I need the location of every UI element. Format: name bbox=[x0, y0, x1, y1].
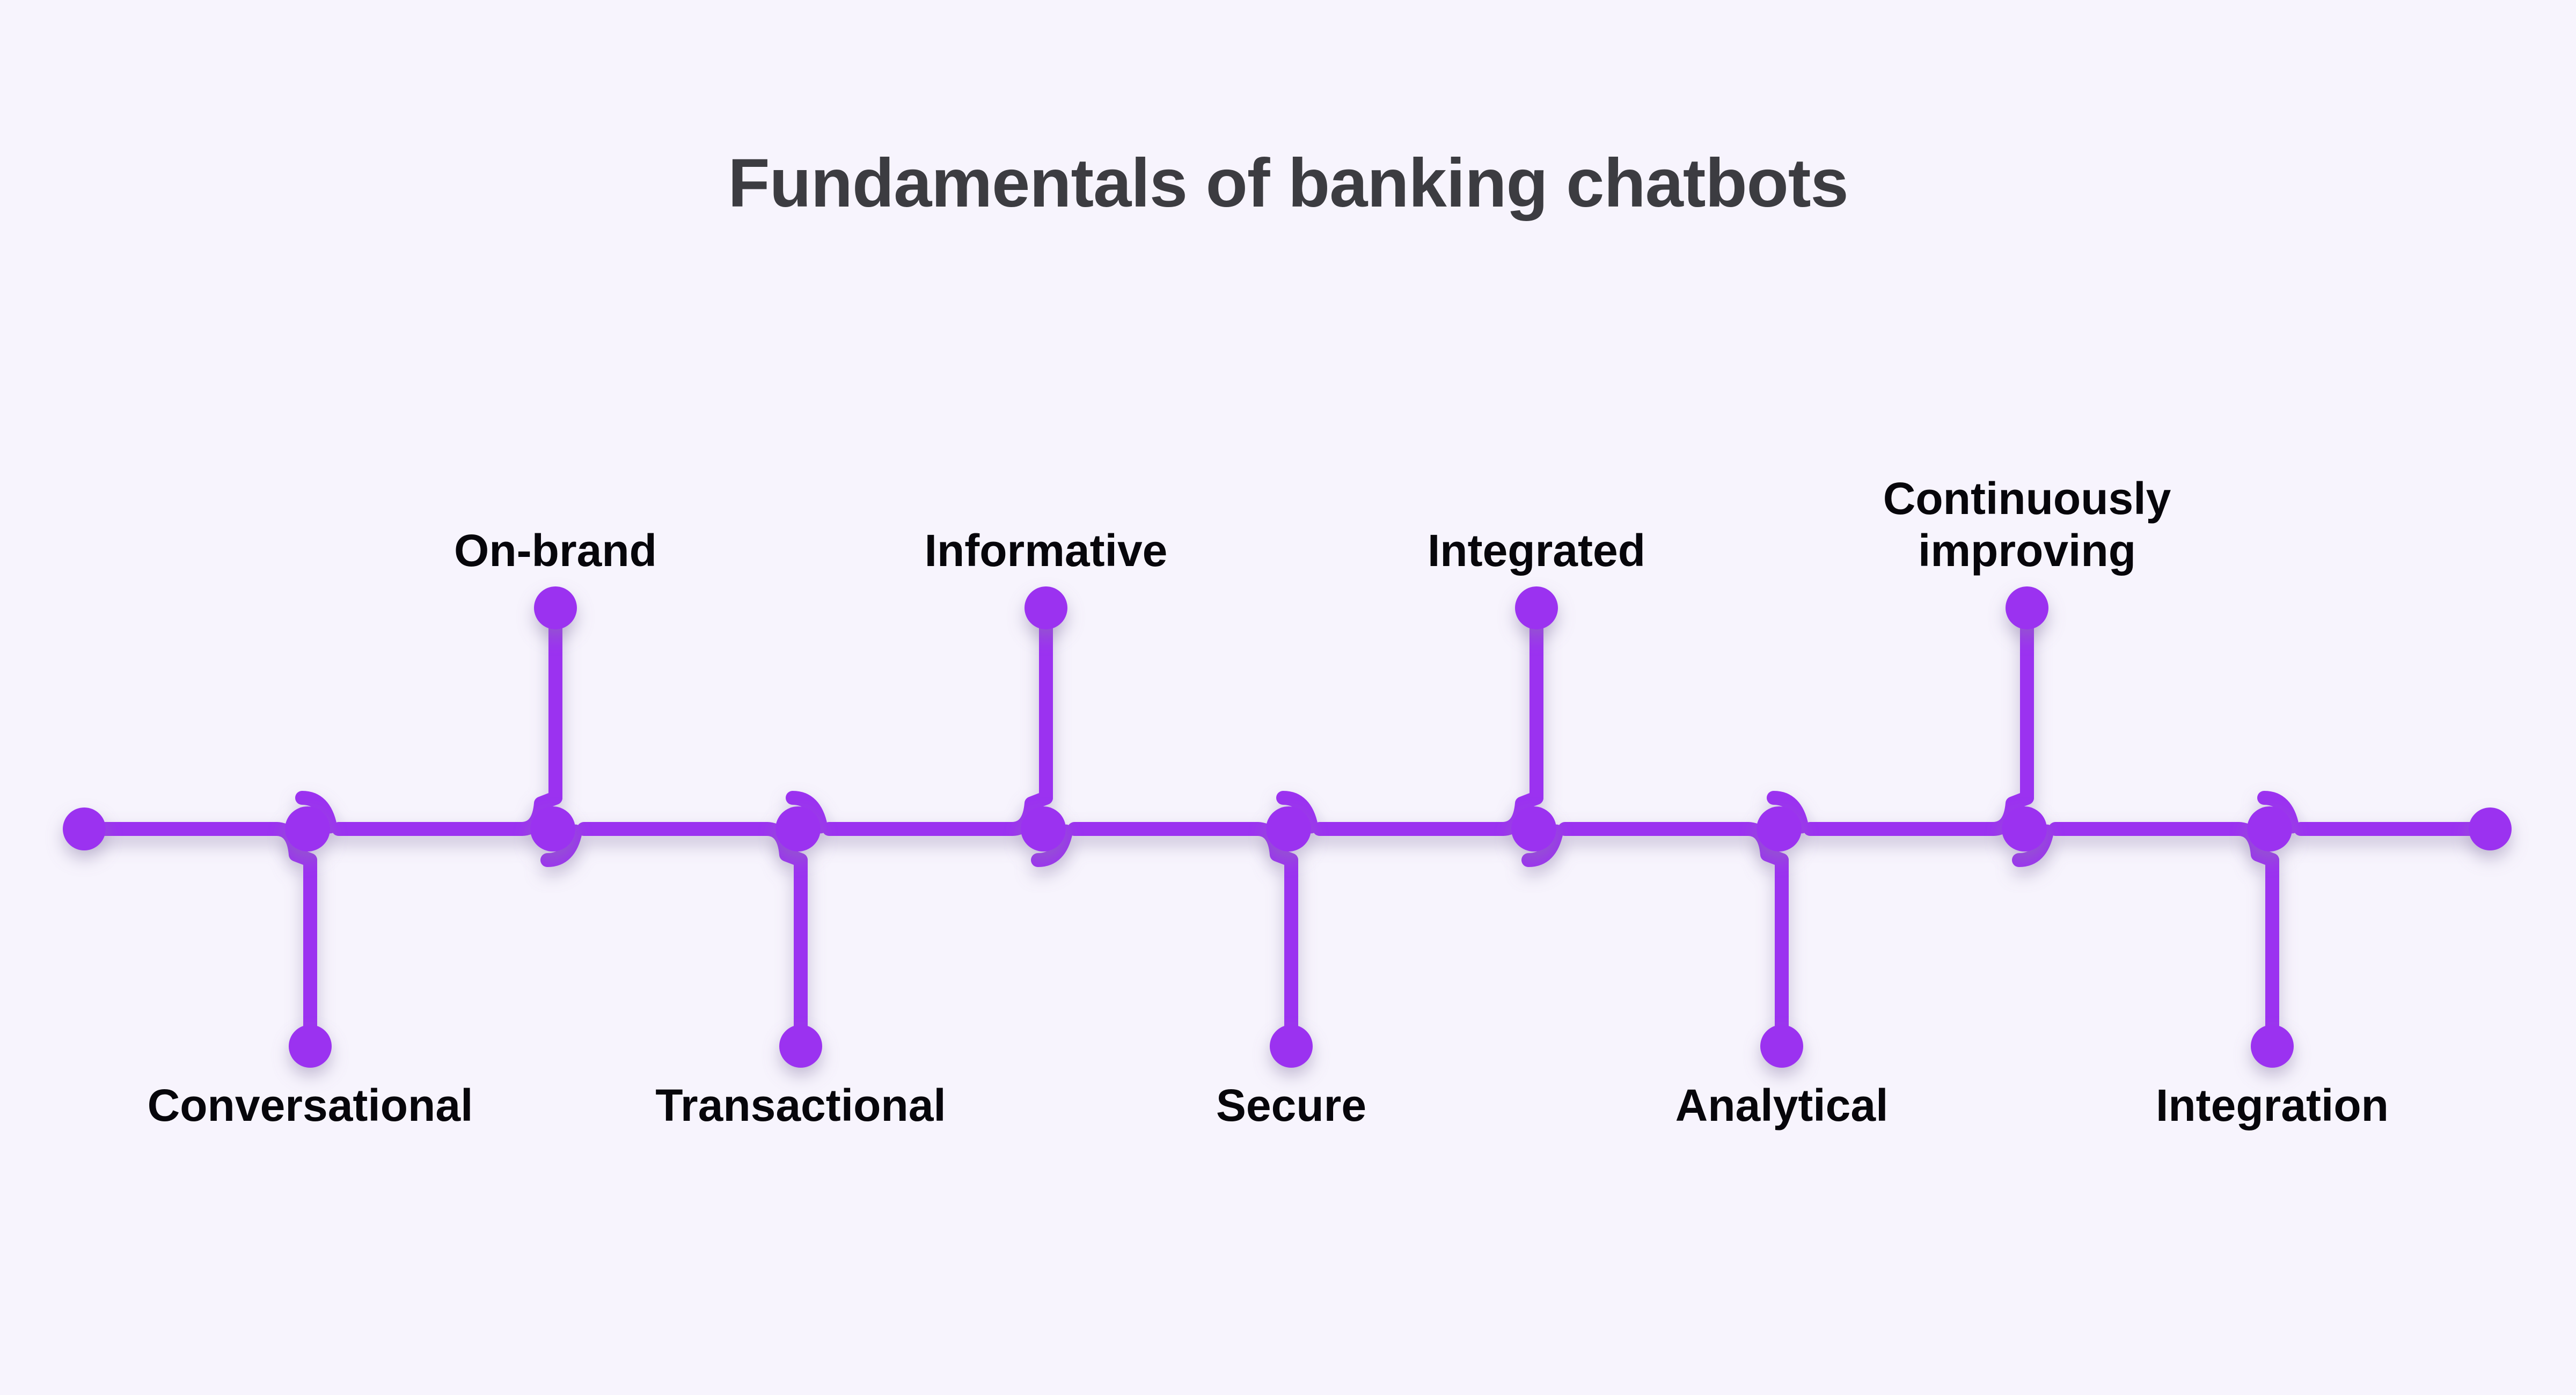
node-label-analytical: Analytical bbox=[1675, 1080, 1889, 1130]
branch-endpoint-dot bbox=[1024, 586, 1067, 629]
branch-endpoint-dot bbox=[1760, 1025, 1803, 1068]
junction-node-dot bbox=[285, 806, 330, 851]
branch-endpoint-dot bbox=[289, 1025, 332, 1068]
junction-node-dot bbox=[775, 806, 821, 851]
junction-node-dot bbox=[2002, 806, 2047, 851]
junction-node-dot bbox=[2247, 806, 2292, 851]
node-label-integrated: Integrated bbox=[1427, 525, 1646, 576]
node-label-continuously-improving: Continuously improving bbox=[1883, 473, 2171, 576]
junction-curve-lower bbox=[1031, 824, 1073, 867]
branch-endpoint-dot bbox=[2006, 586, 2048, 629]
node-label-transactional: Transactional bbox=[655, 1080, 946, 1130]
branch-endpoint-dot bbox=[779, 1025, 822, 1068]
junction-curve-lower bbox=[2012, 824, 2054, 867]
node-label-secure: Secure bbox=[1216, 1080, 1367, 1130]
junction-curve-upper bbox=[295, 791, 338, 834]
junction-curve-upper bbox=[1767, 791, 1809, 834]
right-endpoint-dot bbox=[2469, 807, 2512, 850]
node-label-informative: Informative bbox=[924, 525, 1168, 576]
junction-node-dot bbox=[1511, 806, 1556, 851]
page-title: Fundamentals of banking chatbots bbox=[728, 145, 1848, 222]
node-label-on-brand: On-brand bbox=[454, 525, 657, 576]
timeline-wiring bbox=[77, 601, 2497, 1053]
junction-curve-upper bbox=[1276, 791, 1319, 834]
junction-node-dot bbox=[530, 806, 575, 851]
branch-endpoint-dot bbox=[1515, 586, 1558, 629]
junction-curve-lower bbox=[540, 824, 583, 867]
junction-node-dot bbox=[1266, 806, 1311, 851]
junction-node-dot bbox=[1021, 806, 1066, 851]
branch-endpoint-dot bbox=[2251, 1025, 2294, 1068]
junction-curve-upper bbox=[2257, 791, 2300, 834]
node-label-integration: Integration bbox=[2156, 1080, 2389, 1130]
branch-endpoint-dot bbox=[534, 586, 577, 629]
branch-endpoint-dot bbox=[1270, 1025, 1313, 1068]
timeline-dots bbox=[63, 586, 2512, 1068]
node-label-conversational: Conversational bbox=[147, 1080, 473, 1130]
left-endpoint-dot bbox=[63, 807, 106, 850]
junction-curve-lower bbox=[1521, 824, 1564, 867]
junction-curve-upper bbox=[786, 791, 828, 834]
junction-node-dot bbox=[1757, 806, 1802, 851]
